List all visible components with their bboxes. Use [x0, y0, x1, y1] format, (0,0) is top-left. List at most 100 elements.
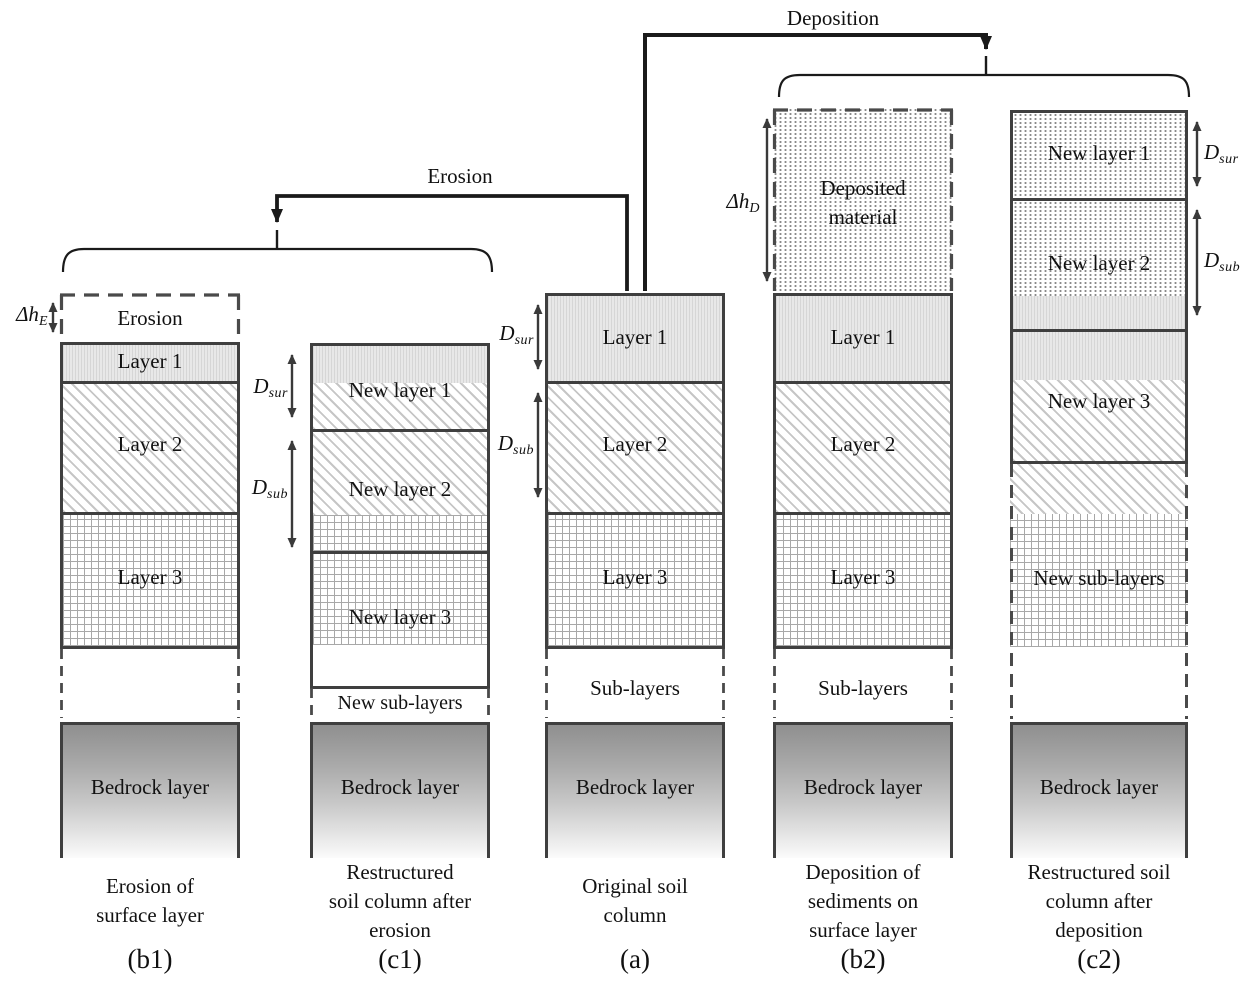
b1-layer1-label: Layer 1 [117, 349, 183, 373]
b2-caption-line1: Deposition of [805, 860, 921, 884]
b2-deposited-label: Deposited material [773, 174, 953, 232]
c2-new-sublayer-gap [1010, 464, 1188, 720]
dh-d-base: Δh [726, 189, 750, 213]
a-layer1-label: Layer 1 [602, 325, 668, 349]
column-c2 [1010, 110, 1188, 858]
b2-sublayers-label: Sub-layers [818, 676, 908, 700]
b1-caption-line2: surface layer [96, 903, 204, 927]
a-dsur-label: Dsur [490, 321, 534, 349]
a-dsub-base: D [497, 431, 514, 455]
c2-dsub-base: D [1204, 248, 1220, 272]
a-caption-line1: Original soil [582, 874, 688, 898]
c1-new-layer2-label: New layer 2 [348, 477, 452, 501]
b2-layer2 [773, 381, 953, 512]
a-layer3 [545, 512, 725, 649]
c2-new-layer2 [1010, 198, 1188, 329]
c1-caption-line1: Restructured [346, 860, 454, 884]
c1-caption-line2: soil column after [328, 889, 472, 913]
c1-new-layer3-label: New layer 3 [348, 605, 452, 629]
dh-e-base: Δh [16, 302, 39, 326]
c1-nl3-empty [313, 645, 487, 686]
c1-bedrock [310, 722, 490, 858]
a-tag: (a) [620, 944, 650, 974]
c2-nl3-material1 [1013, 332, 1185, 380]
b1-caption: Erosion of surface layer [55, 872, 245, 930]
c1-new-sublayers-label: New sub-layers [337, 692, 463, 714]
c2-nl2-deposited [1013, 201, 1185, 296]
c1-dsur-label: Dsur [244, 374, 288, 402]
c2-new-layer3 [1010, 329, 1188, 464]
c1-nl2-material2 [313, 432, 487, 515]
deposition-brace [777, 73, 1191, 98]
c1-dsur-base: D [253, 374, 269, 398]
c1-bedrock-label: Bedrock layer [340, 775, 460, 799]
dh-e-sub: E [38, 314, 48, 329]
c1-nl3-material3 [313, 554, 487, 645]
erosion-arrow [271, 194, 629, 291]
c1-caption: Restructured soil column after erosion [293, 858, 507, 945]
a-sublayers-label: Sub-layers [590, 676, 680, 700]
dh-d-label: ΔhD [712, 189, 760, 217]
c1-new-layer2 [310, 429, 490, 551]
b2-caption-line2: sediments on [807, 889, 919, 913]
b2-deposited-line2: material [828, 205, 898, 229]
b1-sublayer-gap [60, 649, 240, 721]
c2-new-layer2-label: New layer 2 [1047, 251, 1151, 275]
column-b1 [60, 293, 240, 858]
c2-caption-line2: column after [1045, 889, 1153, 913]
c1-dsub-base: D [251, 475, 268, 499]
b1-tag: (b1) [127, 944, 173, 974]
c1-tag: (c1) [378, 944, 422, 974]
a-caption-line2: column [603, 903, 667, 927]
b1-layer3-label: Layer 3 [117, 565, 183, 589]
a-sublayer-gap [545, 649, 725, 721]
a-bedrock-label: Bedrock layer [575, 775, 695, 799]
c2-nsub-material3 [1010, 514, 1188, 647]
c1-dsub-sub: sub [267, 487, 288, 502]
a-layer1 [545, 293, 725, 381]
c1-nl1-material1 [313, 346, 487, 383]
c2-dsur-sub: sur [1219, 152, 1239, 167]
b2-bedrock-label: Bedrock layer [803, 775, 923, 799]
c2-new-layer3-label: New layer 3 [1047, 389, 1151, 413]
c2-caption: Restructured soil column after depositio… [1001, 858, 1197, 945]
c1-dsur-sub: sur [268, 386, 288, 401]
c2-nl3-material2 [1013, 380, 1185, 461]
b1-bedrock [60, 722, 240, 858]
b2-layer3-label: Layer 3 [830, 565, 896, 589]
c2-new-layer1-label: New layer 1 [1047, 141, 1151, 165]
a-dsub-label: Dsub [490, 431, 534, 459]
a-dsur-base: D [499, 321, 515, 345]
c2-dsub-label: Dsub [1204, 248, 1240, 276]
c1-dsub-label: Dsub [244, 475, 288, 503]
b2-caption-line3: surface layer [809, 918, 917, 942]
b1-erosion-box-label: Erosion [117, 306, 183, 330]
c2-dsur-base: D [1204, 140, 1220, 164]
b1-layer2-label: Layer 2 [117, 432, 183, 456]
b2-layer1 [773, 293, 953, 381]
a-dsur-sub: sur [514, 333, 534, 348]
b2-sublayer-gap [773, 649, 953, 721]
b2-layer3 [773, 512, 953, 649]
c2-nl2-material1 [1013, 296, 1185, 329]
a-bedrock [545, 722, 725, 858]
b2-bedrock [773, 722, 953, 858]
c1-caption-line3: erosion [369, 918, 431, 942]
erosion-label: Erosion [427, 164, 493, 188]
c2-dsur-label: Dsur [1204, 140, 1239, 168]
c2-caption-line3: deposition [1055, 918, 1143, 942]
c2-bedrock-label: Bedrock layer [1039, 775, 1159, 799]
c1-new-layer1 [310, 343, 490, 429]
b1-bedrock-label: Bedrock layer [90, 775, 210, 799]
b2-deposited-line1: Deposited [820, 176, 906, 200]
c1-new-layer3 [310, 551, 490, 689]
c2-tag: (c2) [1077, 944, 1121, 974]
c1-nl1-material2 [313, 383, 487, 429]
dh-e-label: ΔhE [2, 302, 48, 330]
deposition-label: Deposition [786, 6, 880, 30]
b1-layer2 [60, 381, 240, 512]
b2-layer1-label: Layer 1 [830, 325, 896, 349]
b2-caption: Deposition of sediments on surface layer [766, 858, 960, 945]
b1-erosion-box [60, 293, 240, 342]
c2-new-sublayers-label: New sub-layers [1033, 566, 1165, 590]
